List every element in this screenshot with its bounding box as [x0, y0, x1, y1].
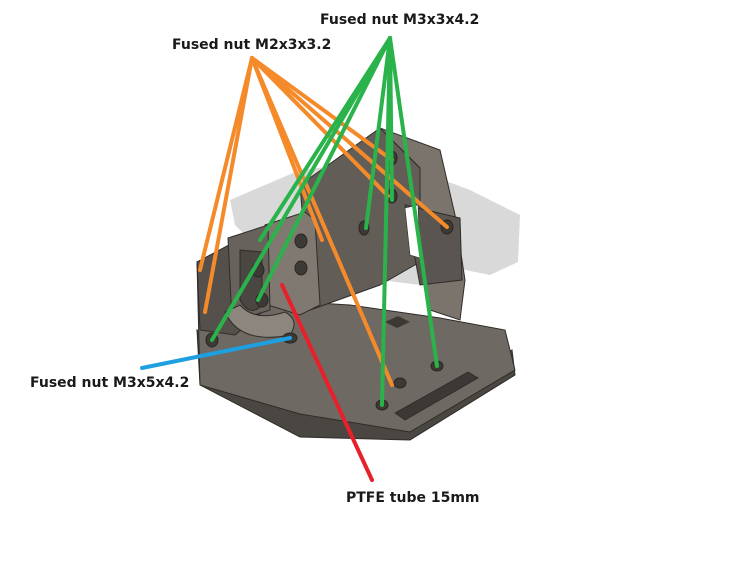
label-fused-nut-m2x3x3-2: Fused nut M2x3x3.2 — [172, 37, 332, 53]
label-fused-nut-m3x3x4-2: Fused nut M3x3x4.2 — [320, 12, 480, 28]
label-fused-nut-m3x5x4-2: Fused nut M3x5x4.2 — [30, 375, 190, 391]
leader-lines-m3x3 — [210, 36, 439, 407]
label-ptfe-tube: PTFE tube 15mm — [346, 490, 480, 506]
leader-line-ptfe — [280, 283, 374, 482]
leader-line-m3x5 — [140, 336, 292, 370]
